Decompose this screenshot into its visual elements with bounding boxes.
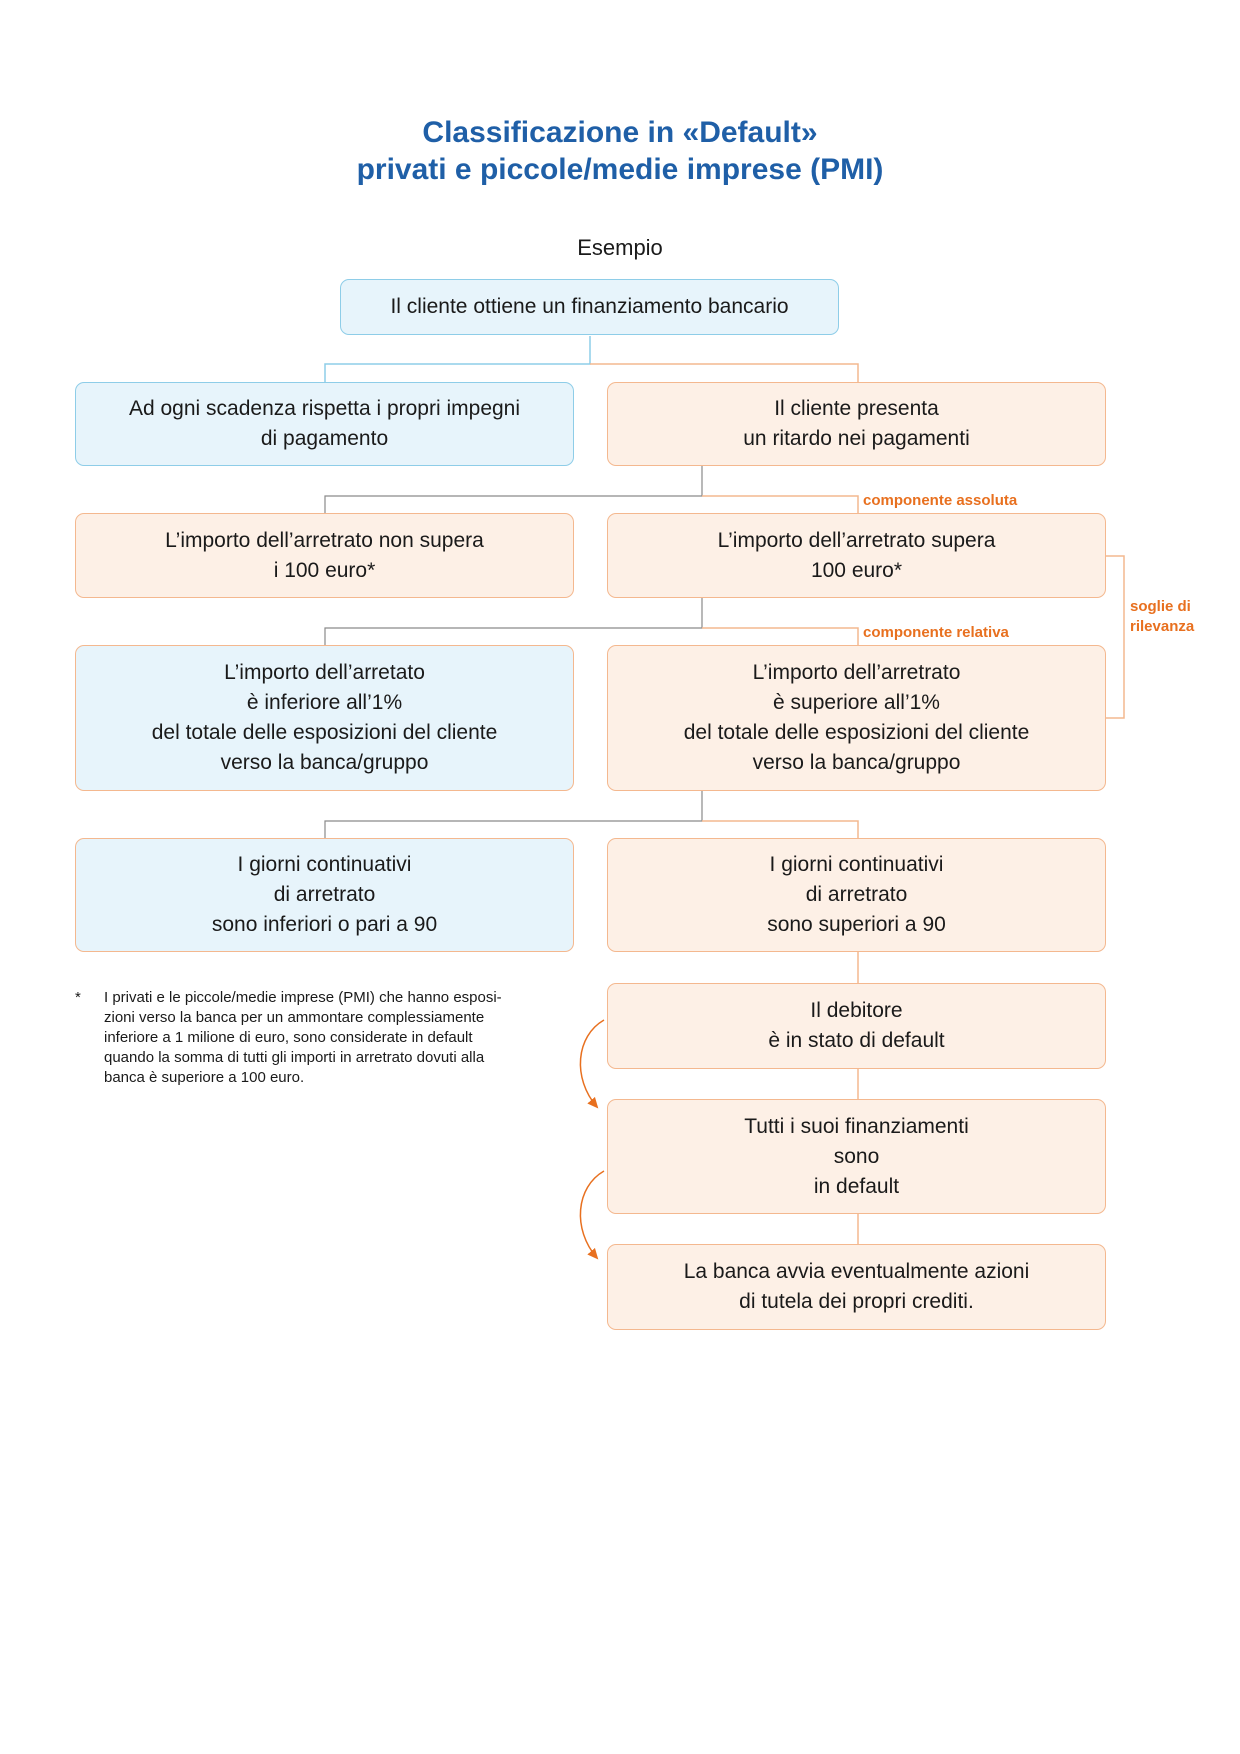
page-title: Classificazione in «Default» privati e p… [0,114,1240,188]
title-line-2: privati e piccole/medie imprese (PMI) [356,153,884,186]
thresholds-bracket [1106,555,1125,719]
box-payment-delay-text: Il cliente presenta un ritardo nei pagam… [743,397,970,450]
box-all-loans-default-text: Tutti i suoi finanziamenti sono in defau… [744,1114,969,1198]
footnote-mark: * [75,989,81,1006]
box-arrears-over-100-text: L’importo dell’arretrato supera 100 euro… [717,528,996,582]
box-arrears-not-over-100: L’importo dell’arretrato non supera i 10… [75,513,574,598]
box-loan-obtained: Il cliente ottiene un finanziamento banc… [340,279,839,335]
box-payments-on-time: Ad ogni scadenza rispetta i propri impeg… [75,382,574,466]
connector-late-right [702,495,859,514]
connector-rel-right [702,820,859,839]
connector-start-right [590,363,859,383]
box-debtor-in-default: Il debitore è in stato di default [607,983,1106,1069]
box-days-over-90-text: I giorni continuativi di arretrato sono … [767,853,946,936]
box-days-up-to-90: I giorni continuativi di arretrato sono … [75,838,574,952]
box-all-loans-default: Tutti i suoi finanziamenti sono in defau… [607,1099,1106,1214]
tag-absolute-component: componente assoluta [863,492,1018,509]
title-line-1: Classificazione in «Default» [422,116,818,149]
connector-abs-left [324,598,703,646]
box-bank-actions: La banca avvia eventualmente azioni di t… [607,1244,1106,1330]
box-bank-actions-text: La banca avvia eventualmente azioni di t… [683,1260,1030,1313]
box-arrears-above-1pct-text: L’importo dell’arretrato è superiore all… [683,661,1030,774]
tag-relevance-thresholds: soglie di rilevanza [1130,598,1195,635]
box-loan-obtained-text: Il cliente ottiene un finanziamento banc… [390,295,789,318]
box-payments-on-time-text: Ad ogni scadenza rispetta i propri impeg… [128,397,521,450]
footnote-text: I privati e le piccole/medie imprese (PM… [104,989,502,1086]
connector-abs-right [702,627,859,646]
box-payment-delay: Il cliente presenta un ritardo nei pagam… [607,382,1106,466]
box-arrears-over-100: L’importo dell’arretrato supera 100 euro… [607,513,1106,598]
curved-arrow-all-default [579,1170,605,1260]
connector-late-left [324,466,703,514]
box-arrears-below-1pct: L’importo dell’arretato è inferiore all’… [75,645,574,791]
box-arrears-not-over-100-text: L’importo dell’arretrato non supera i 10… [165,528,484,582]
box-debtor-in-default-text: Il debitore è in stato di default [768,999,945,1052]
box-arrears-below-1pct-text: L’importo dell’arretato è inferiore all’… [151,661,498,774]
box-arrears-above-1pct: L’importo dell’arretrato è superiore all… [607,645,1106,791]
curved-arrow-default [579,1019,605,1109]
connector-rel-left [324,791,703,839]
example-label: Esempio [577,235,663,260]
connector-start-left [324,336,591,383]
box-days-over-90: I giorni continuativi di arretrato sono … [607,838,1106,952]
tag-relative-component: componente relativa [863,624,1009,641]
box-days-up-to-90-text: I giorni continuativi di arretrato sono … [211,853,438,936]
